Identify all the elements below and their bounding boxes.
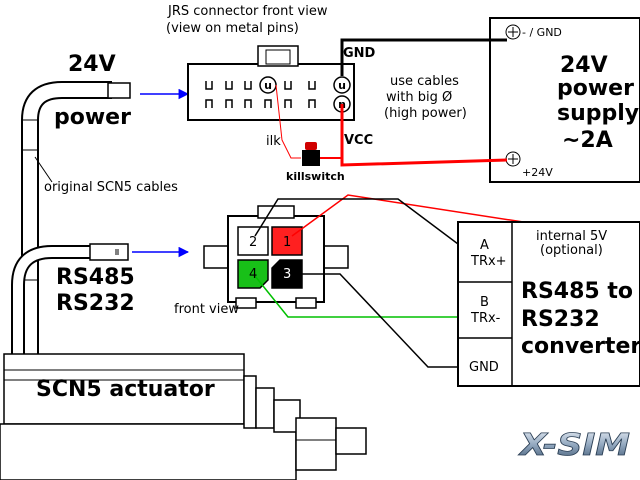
pin3-number: 3	[283, 267, 291, 282]
wire-pin3-gnd	[292, 273, 474, 368]
jrs-pin	[284, 99, 292, 108]
ps-line1: 24V	[560, 53, 608, 78]
jrs-pin	[225, 81, 233, 90]
xsim-logo: X-SIM	[518, 428, 630, 463]
ps-plus-label: +24V	[522, 166, 553, 179]
pin1-number: 1	[283, 235, 291, 250]
cable-note-line2: with big Ø	[386, 90, 452, 105]
jrs-pin	[205, 99, 213, 108]
jrs-pin	[225, 99, 233, 108]
gnd-label: GND	[343, 46, 376, 61]
ilk-wire	[275, 84, 301, 159]
pin4-number: 4	[249, 267, 257, 282]
ps-line3: supply	[557, 101, 639, 126]
pin-4	[237, 259, 269, 289]
connector-subtitle: (view on metal pins)	[166, 21, 299, 36]
actuator-label: SCN5 actuator	[36, 377, 215, 402]
vcc-wire	[340, 104, 508, 167]
converter-line2: RS232	[521, 307, 600, 332]
jrs-pin	[308, 81, 316, 90]
scn5-actuator	[0, 353, 367, 480]
jrs-pin	[308, 99, 316, 108]
pin-3	[271, 259, 303, 289]
serial-cable	[11, 243, 129, 470]
power-voltage: 24V	[68, 52, 116, 77]
converter-b-sub: TRx-	[470, 311, 501, 326]
converter-line3: converter	[521, 334, 640, 359]
serial-connector	[203, 205, 349, 309]
killswitch-icon	[302, 142, 320, 166]
serial-line1: RS485	[56, 265, 135, 290]
converter-line1: RS485 to	[521, 279, 633, 304]
converter-box	[457, 221, 640, 387]
jrs-pin	[264, 99, 272, 108]
power-label: power	[54, 105, 131, 130]
connector-title: JRS connector front view	[167, 4, 328, 19]
jrs-pin	[244, 99, 252, 108]
wire-pin4-b	[254, 275, 472, 318]
internal-5v-optional: (optional)	[540, 243, 603, 258]
cables-pointer	[34, 156, 53, 183]
power-cable	[21, 81, 131, 470]
jrs-pin	[244, 81, 252, 90]
converter-a-sub: TRx+	[470, 254, 507, 269]
jrs-pin-ring	[333, 76, 351, 94]
converter-a-label: A	[480, 238, 489, 253]
vcc-label: VCC	[344, 133, 373, 148]
converter-gnd-label: GND	[469, 360, 499, 375]
cables-label: original SCN5 cables	[44, 180, 178, 195]
ps-line2: power	[557, 76, 634, 101]
pin2-number: 2	[249, 235, 257, 250]
killswitch-label: killswitch	[286, 170, 345, 183]
power-supply-box	[489, 17, 640, 183]
internal-5v-label: internal 5V	[536, 229, 607, 244]
gnd-wire	[340, 38, 507, 76]
cable-note-line3: (high power)	[384, 106, 467, 121]
front-view-label: front view	[174, 302, 239, 317]
serial-line2: RS232	[56, 291, 135, 316]
jrs-pin-symbol: u	[338, 79, 346, 92]
wire-pin2-a	[254, 198, 475, 257]
jrs-pin	[284, 81, 292, 90]
ilk-label: ilk	[266, 134, 281, 149]
jrs-pin	[205, 81, 213, 90]
cable-note-line1: use cables	[390, 74, 459, 89]
ps-line4: ~2A	[562, 128, 613, 153]
converter-b-label: B	[480, 295, 489, 310]
ps-minus-label: - / GND	[522, 26, 562, 39]
jrs-pin-symbol: u	[264, 79, 272, 92]
pin-2	[237, 226, 269, 256]
wire-pin1-internal5v	[291, 194, 563, 237]
